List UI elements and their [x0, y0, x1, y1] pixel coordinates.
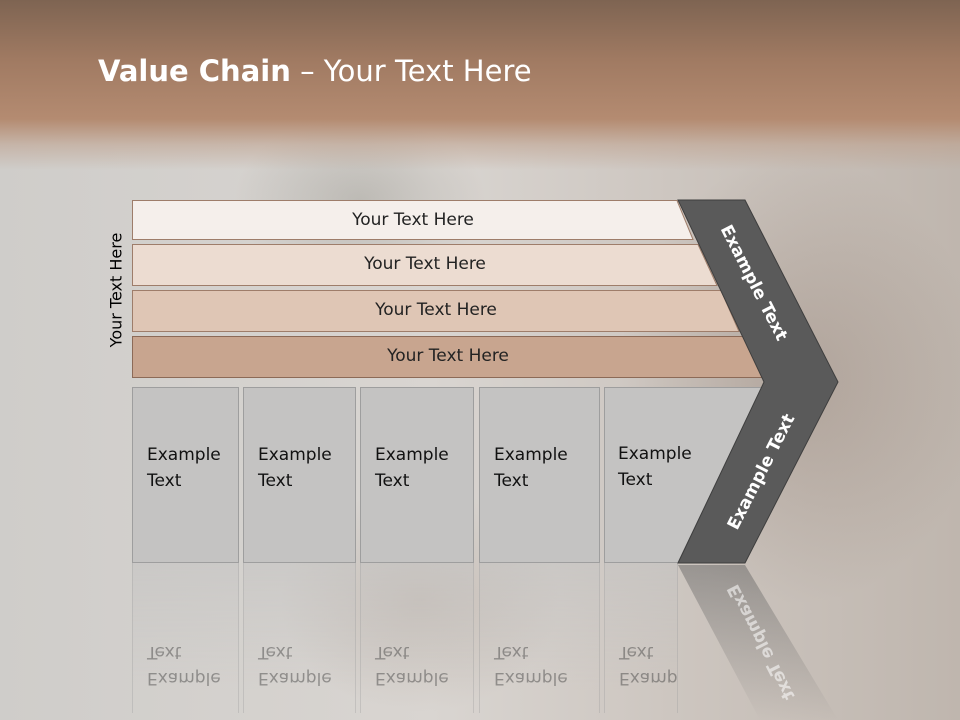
column-4-reflection: Example Text — [479, 563, 600, 713]
bar-3: Your Text Here — [132, 290, 740, 332]
bar-1-shape — [132, 200, 694, 240]
bar-4-label: Your Text Here — [387, 346, 509, 366]
column-2-label: Example Text — [258, 445, 332, 491]
column-5-reflection: Example Text — [604, 563, 678, 713]
slide-title: Value Chain – Your Text Here — [98, 54, 532, 88]
title-strong: Value Chain — [98, 54, 291, 88]
column-1-reflection: Example Text — [132, 563, 239, 713]
column-4-label: Example Text — [494, 445, 568, 491]
bar-1-label: Your Text Here — [352, 210, 474, 230]
column-3-label: Example Text — [375, 445, 449, 491]
title-rest: – Your Text Here — [290, 54, 532, 88]
column-1: Example Text — [132, 387, 239, 563]
bar-1: Your Text Here — [132, 200, 694, 240]
column-2-reflection: Example Text — [243, 563, 356, 713]
bar-3-shape — [132, 290, 740, 332]
column-5: Example Text — [604, 387, 764, 563]
column-3: Example Text — [360, 387, 474, 563]
bar-2-shape — [132, 244, 718, 286]
column-3-reflection: Example Text — [360, 563, 474, 713]
bar-2-label: Your Text Here — [364, 254, 486, 274]
bar-2: Your Text Here — [132, 244, 718, 286]
bar-3-label: Your Text Here — [375, 300, 497, 320]
column-4: Example Text — [479, 387, 600, 563]
chevron-shape — [677, 199, 839, 564]
bar-4: Your Text Here — [132, 336, 764, 378]
column-2: Example Text — [243, 387, 356, 563]
chevron-reflection — [678, 565, 838, 720]
column-5-label: Example Text — [618, 444, 692, 490]
header-band — [0, 0, 960, 170]
column-1-label: Example Text — [147, 445, 221, 491]
